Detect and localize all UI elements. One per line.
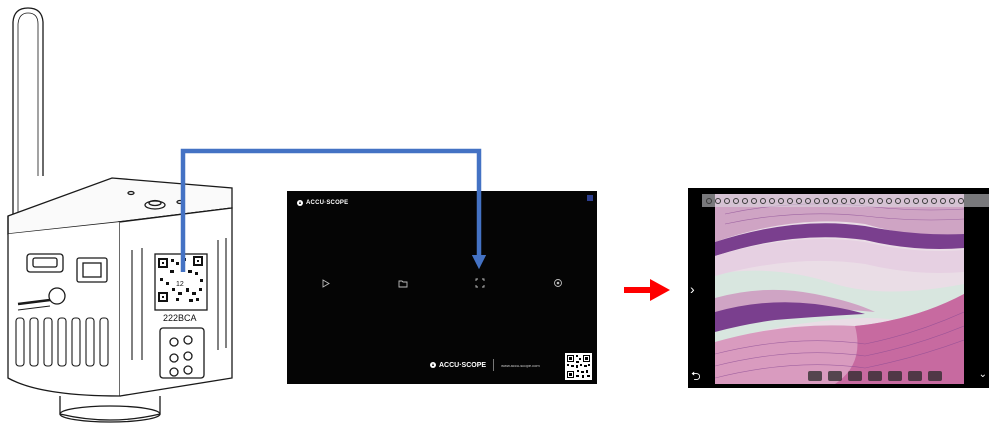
website-text: www.accu-scope.com [501, 363, 540, 368]
tool-icon[interactable] [724, 198, 730, 204]
tool-icon[interactable] [733, 198, 739, 204]
viewer-toolbar [702, 194, 989, 207]
tool-icon[interactable] [850, 198, 856, 204]
tool-icon[interactable] [931, 198, 937, 204]
tool-icon[interactable] [922, 198, 928, 204]
rotate-180-icon[interactable] [868, 371, 882, 381]
tool-icon[interactable] [760, 198, 766, 204]
tool-icon[interactable] [904, 198, 910, 204]
play-icon[interactable] [319, 277, 331, 289]
chevron-right-icon[interactable]: › [690, 282, 695, 296]
flip-icon[interactable] [828, 371, 842, 381]
viewer-screen: › ⮌ ⌄ [688, 188, 989, 388]
settings-icon[interactable] [552, 277, 564, 289]
tool-icon[interactable] [805, 198, 811, 204]
camera-icon[interactable] [888, 371, 902, 381]
tool-icon[interactable] [868, 198, 874, 204]
tool-icon[interactable] [814, 198, 820, 204]
tool-icon[interactable] [778, 198, 784, 204]
tool-icon[interactable] [886, 198, 892, 204]
launcher-screen: ACCU·SCOPE ACCU·SCOPE www.accu-scope.com [287, 191, 597, 384]
grid-icon[interactable] [808, 371, 822, 381]
red-arrow [624, 279, 670, 301]
tool-icon[interactable] [796, 198, 802, 204]
tool-icon[interactable] [832, 198, 838, 204]
microscope-image [715, 194, 964, 384]
fullscreen-icon[interactable] [474, 277, 486, 289]
viewer-bottombar [808, 369, 978, 382]
camera-label-number: 12 [176, 281, 184, 288]
tool-icon[interactable] [742, 198, 748, 204]
tool-icon[interactable] [877, 198, 883, 204]
tool-icon[interactable] [769, 198, 775, 204]
chevron-down-icon[interactable]: ⌄ [979, 370, 987, 380]
brand-logo-top: ACCU·SCOPE [297, 200, 348, 206]
brand-bottom-text: ACCU·SCOPE [439, 362, 486, 369]
footer-divider [493, 359, 494, 371]
tool-icon[interactable] [841, 198, 847, 204]
tool-icon[interactable] [715, 198, 721, 204]
tool-icon[interactable] [940, 198, 946, 204]
tool-icon[interactable] [823, 198, 829, 204]
tool-icon[interactable] [913, 198, 919, 204]
tool-icon[interactable] [859, 198, 865, 204]
rotate-icon[interactable] [848, 371, 862, 381]
accu-scope-logo-icon [297, 200, 303, 206]
record-icon[interactable] [908, 371, 922, 381]
tool-icon[interactable] [787, 198, 793, 204]
camera-serial: 222BCA [163, 313, 197, 323]
tool-icon[interactable] [895, 198, 901, 204]
tool-icon[interactable] [751, 198, 757, 204]
folder-icon[interactable] [928, 371, 942, 381]
accu-scope-logo-icon [430, 362, 436, 368]
tool-icon[interactable] [949, 198, 955, 204]
tool-icon[interactable] [706, 198, 712, 204]
antenna [13, 8, 43, 222]
brand-top-text: ACCU·SCOPE [306, 200, 348, 206]
tool-icon[interactable] [958, 198, 964, 204]
status-indicator [587, 195, 593, 201]
qr-code [565, 353, 592, 380]
brand-footer: ACCU·SCOPE www.accu-scope.com [430, 359, 540, 371]
folder-icon[interactable] [397, 277, 409, 289]
back-icon[interactable]: ⮌ [691, 370, 701, 382]
camera-illustration: 12 222BCA [0, 0, 250, 432]
